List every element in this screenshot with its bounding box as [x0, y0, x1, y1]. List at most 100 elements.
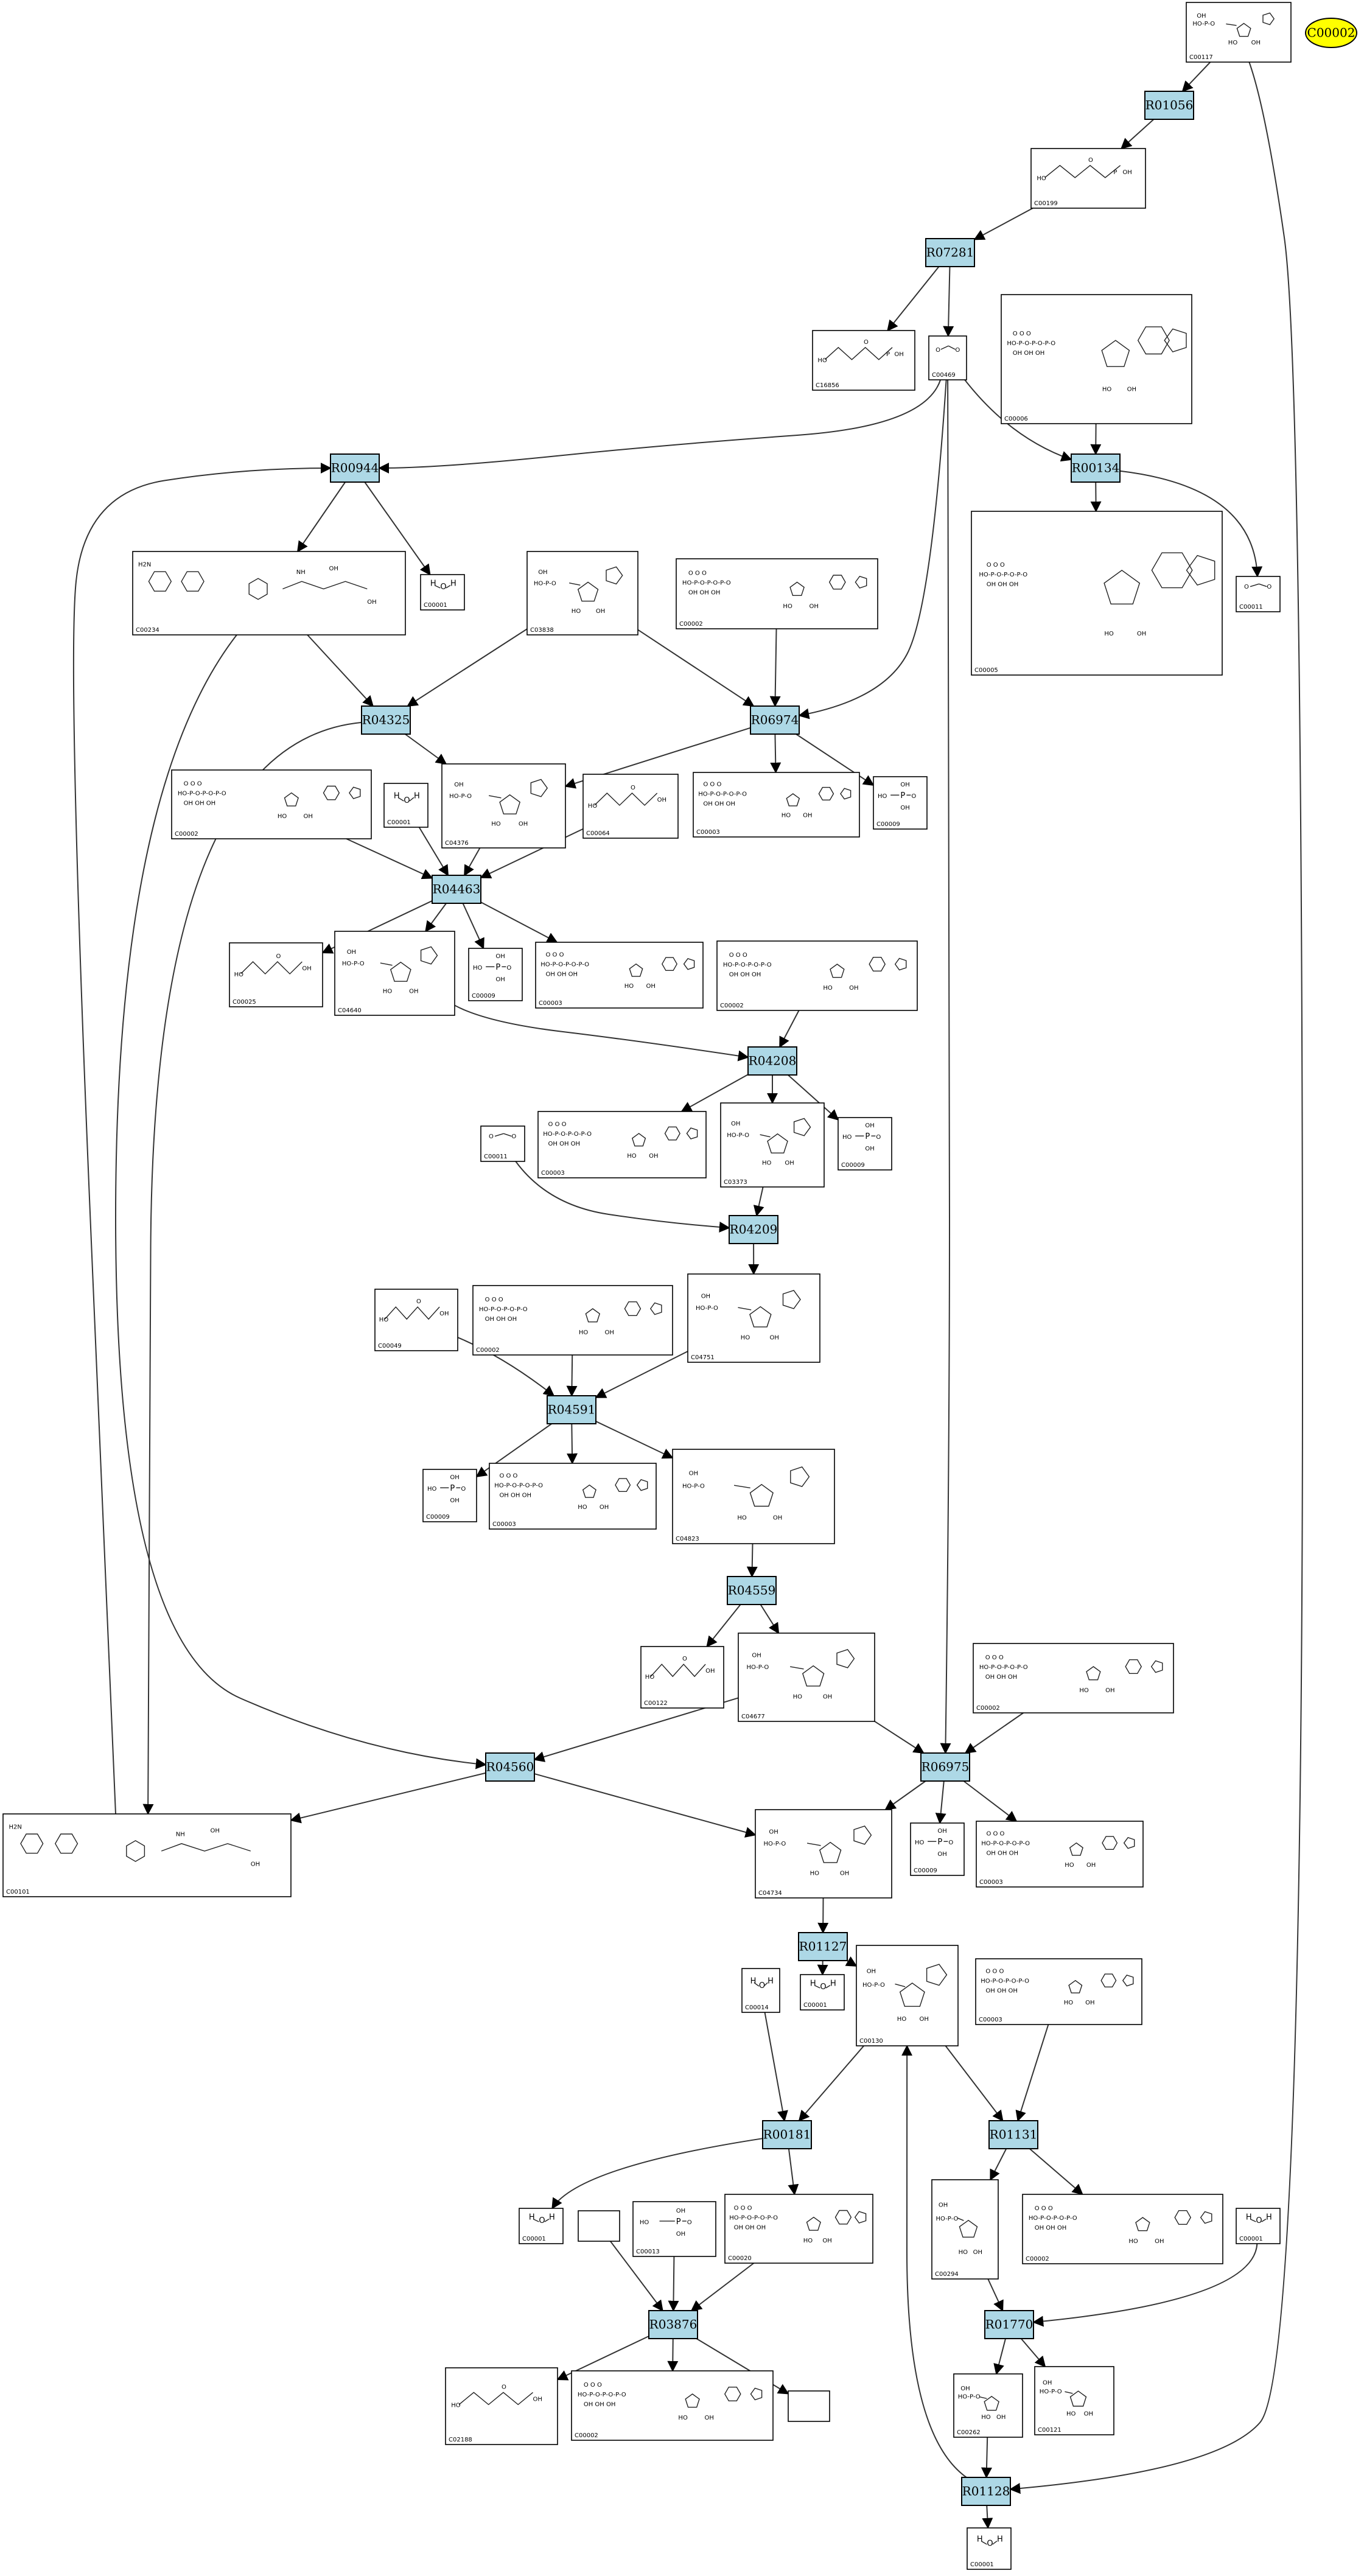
reaction-node[interactable]: R03876 — [648, 2310, 698, 2339]
svg-text:HO: HO — [627, 1153, 637, 1160]
svg-text:O O O: O O O — [985, 1968, 1004, 1975]
compound-node[interactable] — [578, 2210, 620, 2242]
reaction-node[interactable]: R00181 — [762, 2120, 812, 2149]
compound-id: C00025 — [233, 999, 256, 1006]
edge-c04640-to-R04208 — [454, 1004, 749, 1062]
reaction-node[interactable]: R01131 — [988, 2120, 1038, 2149]
compound-id: C00199 — [1034, 200, 1058, 207]
reaction-node[interactable]: R04591 — [547, 1395, 596, 1424]
reaction-node[interactable]: R00134 — [1071, 453, 1121, 483]
edge-c00262-to-R01128 — [981, 2437, 992, 2479]
reaction-node[interactable]: R04559 — [727, 1576, 777, 1605]
svg-text:OH: OH — [867, 1968, 876, 1975]
reaction-node[interactable]: R04209 — [729, 1215, 778, 1244]
svg-text:HO: HO — [678, 2415, 688, 2421]
svg-text:OH: OH — [409, 989, 418, 995]
reaction-box — [750, 705, 800, 735]
compound-box — [537, 1111, 707, 1178]
reaction-node[interactable]: R00944 — [330, 453, 380, 483]
svg-text:O O O: O O O — [688, 570, 707, 576]
compound-box — [720, 1102, 825, 1188]
reaction-node[interactable]: R01127 — [798, 1932, 848, 1961]
svg-text:HO: HO — [427, 1486, 437, 1493]
edge-R01770-to-c00121 — [1020, 2338, 1046, 2368]
reaction-node[interactable]: R04560 — [485, 1752, 535, 1782]
reaction-node[interactable]: R06975 — [920, 1752, 970, 1782]
reaction-box — [1144, 91, 1194, 120]
reaction-node[interactable]: R01770 — [984, 2310, 1034, 2339]
reaction-node[interactable]: R04325 — [361, 705, 411, 735]
compound-box — [741, 1968, 780, 2013]
compound-box — [526, 551, 638, 635]
reaction-node[interactable]: R01056 — [1144, 91, 1194, 120]
reaction-node[interactable]: R01128 — [961, 2477, 1011, 2506]
compound-node[interactable] — [788, 2390, 830, 2422]
compound-box — [738, 1633, 875, 1722]
compound-id: C00009 — [472, 993, 495, 999]
reaction-node[interactable]: R04208 — [747, 1046, 797, 1076]
reaction-node[interactable]: R06974 — [750, 705, 800, 735]
start-node[interactable]: C00002 — [1305, 18, 1357, 48]
reaction-node[interactable]: R04463 — [432, 875, 481, 904]
reaction-node[interactable]: R07281 — [925, 238, 975, 267]
